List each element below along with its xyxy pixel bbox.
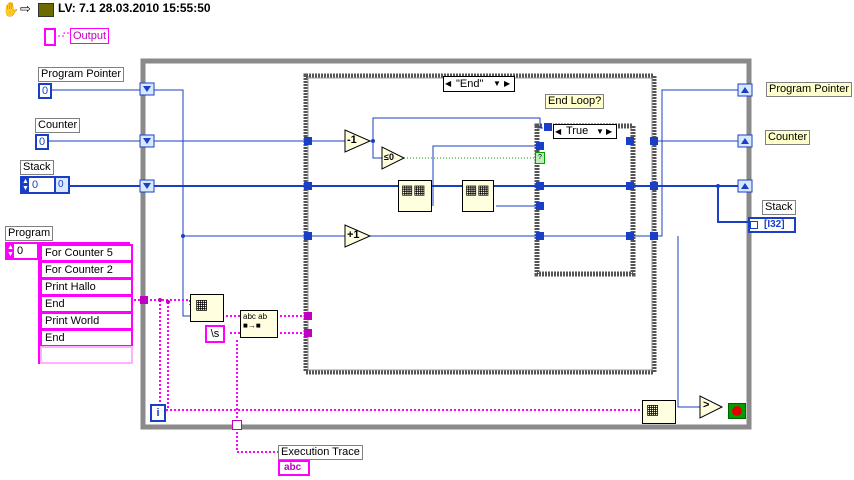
stop-sign-icon [732, 406, 742, 416]
decrement-label: -1 [347, 134, 357, 146]
case-next-icon[interactable]: ▶ [504, 79, 511, 88]
case-dropdown-icon[interactable]: ▼ [493, 79, 501, 88]
case-structure-inner [534, 123, 636, 277]
array-grid-icon: ▦ [195, 296, 209, 312]
arrow-right-icon[interactable]: ⇨ [20, 1, 31, 16]
end-loop-label: End Loop? [545, 94, 605, 109]
decrement-node [344, 129, 372, 153]
program-pointer-label: Program Pointer [38, 67, 125, 82]
stack-out-type: [I32] [764, 219, 785, 230]
program-pointer-out-label: Program Pointer [766, 82, 853, 97]
increment-label: +1 [347, 229, 360, 241]
stack-element-value: 0 [58, 179, 64, 190]
counter-out-label: Counter [765, 130, 811, 145]
execution-trace-indicator[interactable]: abc [278, 460, 310, 476]
program-array-item[interactable]: Print World [40, 312, 133, 330]
array-grid-icon: ▦ [646, 401, 660, 417]
inner-case-prev-icon[interactable]: ◀ [555, 127, 562, 136]
case-prev-icon[interactable]: ◀ [445, 79, 452, 88]
hand-icon[interactable]: ✋ [2, 1, 20, 17]
program-array-item[interactable]: For Counter 2 [40, 261, 133, 279]
case-selector-inner-value: True [566, 125, 589, 137]
greater-label: > [703, 399, 710, 411]
replace-array-subset-icon-1[interactable]: ▦▦ [398, 180, 432, 212]
execution-trace-type: abc [284, 462, 302, 473]
stack-index-control[interactable]: ▲▼ 0 [20, 176, 56, 194]
loop-iteration-value: i [156, 407, 160, 419]
program-array-item[interactable]: For Counter 5 [40, 244, 133, 262]
string-format-icon: abc ab■→■ [243, 312, 268, 330]
case-selector-inner[interactable]: ◀ True ▼ ▶ [553, 124, 617, 139]
stack-index-value: 0 [32, 179, 39, 191]
labview-vi-icon [38, 3, 54, 17]
loop-stop-condition-icon[interactable] [728, 403, 746, 419]
program-array-item[interactable] [40, 346, 133, 364]
output-indicator[interactable] [44, 28, 56, 46]
case-selector-outer-value: "End" [456, 78, 484, 90]
output-label: Output [70, 28, 110, 44]
case-selector-outer[interactable]: ◀ "End" ▼ ▶ [443, 76, 515, 92]
header-bar: ✋ ⇨ LV: 7.1 28.03.2010 15:55:50 [0, 0, 260, 18]
increment-node [344, 224, 372, 248]
replace-array-subset-icon-2[interactable]: ▦▦ [462, 180, 494, 212]
program-index-arrows-icon[interactable]: ▲▼ [7, 244, 14, 258]
stack-index-arrows-icon[interactable]: ▲▼ [22, 178, 29, 192]
inner-case-next-icon[interactable]: ▶ [606, 127, 613, 136]
window-title: LV: 7.1 28.03.2010 15:55:50 [58, 1, 211, 15]
inner-case-dropdown-icon[interactable]: ▼ [596, 127, 604, 136]
program-pointer-control[interactable]: 0 [38, 83, 52, 99]
stack-label: Stack [20, 160, 54, 175]
program-index-control[interactable]: ▲▼ 0 [5, 242, 39, 260]
program-array-item[interactable]: End [40, 329, 133, 347]
build-array-icon[interactable]: ▦ [642, 400, 676, 424]
stack-element[interactable]: 0 [54, 176, 70, 194]
stack-out-tunnel-icon [750, 221, 758, 229]
index-array-icon[interactable]: ▦ [190, 294, 224, 322]
execution-trace-tunnel [232, 420, 242, 430]
scan-from-string-icon[interactable]: abc ab■→■ [240, 310, 278, 338]
program-array-item[interactable]: End [40, 295, 133, 313]
stack-out-indicator[interactable]: [I32] [748, 217, 796, 233]
array-grid-icon: ▦▦ [401, 182, 426, 197]
program-index-value: 0 [17, 245, 24, 257]
loop-iteration-terminal: i [150, 404, 166, 422]
counter-control[interactable]: 0 [35, 134, 49, 150]
counter-label: Counter [35, 118, 81, 133]
program-label: Program [5, 226, 54, 241]
array-grid-icon: ▦▦ [465, 182, 490, 197]
stack-out-label: Stack [762, 200, 796, 215]
execution-trace-label: Execution Trace [278, 445, 363, 460]
case-selector-terminal-icon: ? [535, 152, 545, 164]
boolean-terminal-icon [543, 122, 553, 132]
tunnel-program [140, 296, 148, 304]
le-zero-node [381, 146, 406, 170]
string-constant-value: \s [210, 328, 220, 340]
le-zero-label: ≤0 [384, 152, 394, 162]
greater-node [699, 395, 724, 419]
string-constant[interactable]: \s [205, 325, 225, 343]
program-array-item[interactable]: Print Hallo [40, 278, 133, 296]
while-loop-border [140, 58, 752, 430]
